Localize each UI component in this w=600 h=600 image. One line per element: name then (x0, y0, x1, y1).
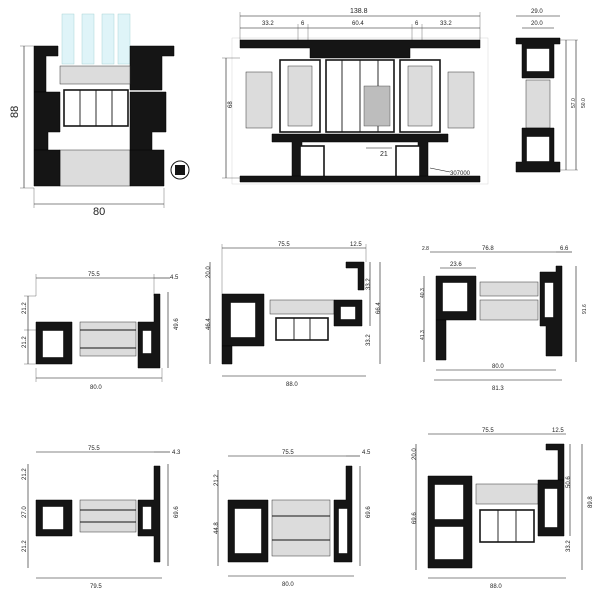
coupling-base (271, 133, 449, 181)
thermal-strips (475, 483, 539, 505)
dim-label-h-right: 49.6 (174, 318, 180, 330)
dim-label-h-r2: 89.8 (588, 496, 594, 508)
insulation-left (245, 71, 273, 129)
dim-label-width: 76.8 (482, 246, 494, 252)
dim-label-seg-a: 33.2 (262, 21, 274, 27)
dim-label-h1: 21.2 (22, 302, 28, 314)
dim-label-width: 75.5 (282, 450, 294, 456)
glass-pane (61, 13, 75, 65)
dim-label-seg-d: 6 (415, 21, 419, 27)
dim-label-h1: 21.2 (22, 468, 28, 480)
frame-base-left (33, 149, 61, 187)
frame-insulation (59, 149, 131, 187)
dim-label-width: 75.5 (88, 446, 100, 452)
dim-label-seg-e: 33.2 (440, 21, 452, 27)
dim-label-lower: 21 (380, 151, 388, 158)
section-mid-left: 75.5 4.5 21.2 21.2 49.6 80.0 (22, 272, 180, 391)
dim-label-lip: 6.6 (560, 246, 569, 252)
sash-profile-left (33, 45, 59, 93)
dim-label-b1: 80.0 (492, 364, 504, 370)
coupling-top-flange (239, 39, 481, 59)
frame-profile-right (129, 91, 167, 153)
dim-label-h2: 27.0 (22, 506, 28, 518)
dim-label-h-right: 69.6 (366, 506, 372, 518)
coupling-sill (239, 175, 481, 183)
dim-label-b2: 81.3 (492, 386, 504, 392)
dim-label-h3: 21.2 (22, 540, 28, 552)
frame-profile-left (33, 91, 61, 151)
dim-label-h-r1: 33.2 (366, 278, 372, 290)
dim-label-seg-c: 60.4 (352, 21, 364, 27)
dim-label-bottom: 80.0 (90, 385, 102, 391)
sash-profile-right (129, 45, 175, 91)
dim-label-bottom: 79.5 (90, 584, 102, 590)
dim-label-overall: 138.8 (350, 8, 368, 15)
dim-label-lip: 4.5 (362, 450, 371, 456)
part-number-label: 307000 (450, 171, 471, 177)
dim-label-lip: 12.5 (350, 242, 362, 248)
dim-label-h-left: 46.4 (206, 318, 212, 330)
dim-label-h-right: 69.6 (174, 506, 180, 518)
frame-base-right (129, 149, 165, 187)
section-top-left: 88 80 (9, 13, 190, 218)
dim-label-h2: 44.8 (214, 522, 220, 534)
dim-label-w2: 20.0 (531, 21, 543, 27)
dim-label-bottom: 88.0 (490, 584, 502, 590)
dim-label-lip: 12.5 (552, 428, 564, 434)
section-bot-center: 75.5 4.5 21.2 44.8 69.6 80.0 (214, 450, 372, 588)
drain-symbol-core (175, 165, 185, 175)
dim-label-lip: 4.5 (170, 275, 179, 281)
mullion-insulation (525, 79, 551, 129)
glass-pane (101, 13, 115, 65)
dim-label-h1: 21.2 (214, 474, 220, 486)
locking-mechanism (363, 85, 391, 127)
dim-label-h1: 57.0 (571, 98, 577, 108)
section-bot-right: 75.5 12.5 20.0 69.6 50.6 89.8 33.2 88.0 (412, 428, 594, 590)
section-mid-center: 75.5 12.5 20.0 46.4 33.2 66.4 33.2 88.0 (206, 242, 382, 388)
dim-label-h2: 41.3 (420, 330, 426, 340)
dim-label-width: 75.5 (278, 242, 290, 248)
insulation-right (447, 71, 475, 129)
dim-label-h2: 50.0 (581, 98, 587, 108)
dim-label-h-top: 20.0 (412, 448, 418, 460)
hook-top (345, 261, 365, 291)
dim-label-h-r1: 50.6 (566, 476, 572, 488)
dim-label-h-r2: 66.4 (376, 302, 382, 314)
dim-label-seg-b: 6 (301, 21, 305, 27)
dim-label-bottom: 88.0 (286, 382, 298, 388)
drain-symbol-icon (170, 160, 190, 180)
thermal-insulation (59, 65, 131, 85)
section-bot-left: 75.5 4.3 21.2 27.0 21.2 69.6 79.5 (22, 446, 181, 590)
dim-label-width: 75.5 (88, 272, 100, 278)
thermal-strips (269, 299, 335, 315)
thermal-strips (79, 321, 137, 357)
thermal-strips (479, 281, 539, 297)
dim-label-bottom: 80.0 (282, 582, 294, 588)
dim-label-width: 75.5 (482, 428, 494, 434)
dim-label-h2: 21.2 (22, 336, 28, 348)
dim-label-h-left: 69.6 (412, 512, 418, 524)
dim-label-h-r3: 33.2 (566, 540, 572, 552)
dim-label-height: 88 (9, 106, 21, 118)
dim-label-h-r3: 33.2 (366, 334, 372, 346)
dim-label-width: 80 (93, 206, 105, 218)
dim-label-height: 68 (228, 101, 234, 108)
section-top-center: 138.8 33.2 6 60.4 6 33.2 68 21 (222, 8, 489, 185)
section-mid-right: 76.8 6.6 2.8 23.6 40.3 41.3 91.6 80.0 81… (420, 246, 588, 392)
dim-label-h-right: 91.6 (582, 304, 588, 314)
thermal-insulation (271, 499, 331, 557)
dim-label-lip: 4.3 (172, 450, 181, 456)
dim-label-w1: 29.0 (531, 9, 543, 15)
section-top-right: 29.0 20.0 57.0 50.0 (515, 9, 587, 173)
hook-top (545, 443, 565, 481)
glass-pane (117, 13, 131, 65)
glass-pane (81, 13, 95, 65)
dim-label-h-top: 20.0 (206, 266, 212, 278)
dim-label-inner: 23.6 (450, 262, 462, 268)
dim-label-h1: 40.3 (420, 288, 426, 298)
thermal-strips (79, 499, 137, 533)
dim-label-tiny: 2.8 (422, 246, 429, 252)
